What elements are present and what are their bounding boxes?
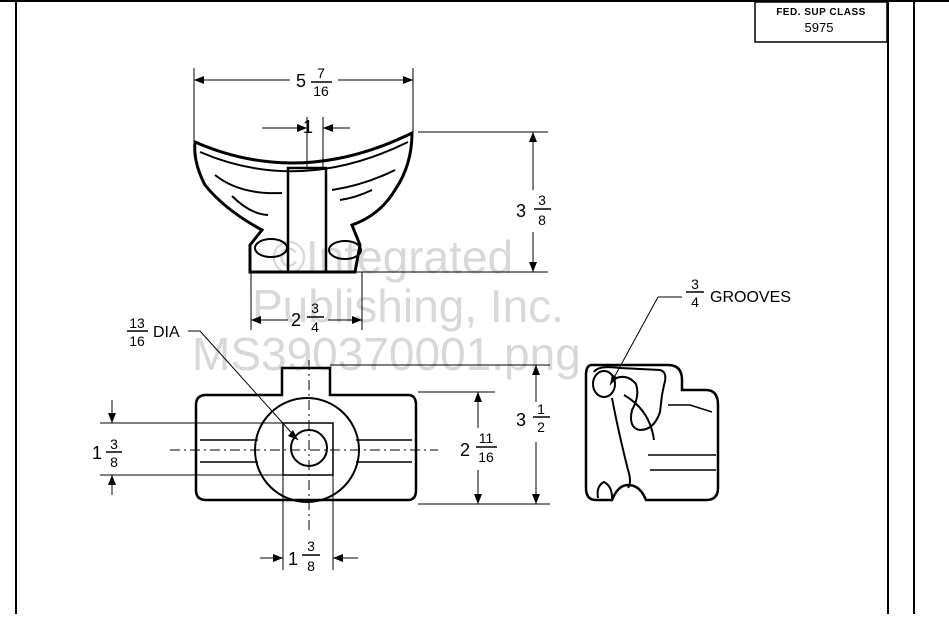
dim-top-width-num: 7 bbox=[317, 65, 325, 81]
dim-top-width-den: 16 bbox=[313, 83, 329, 99]
dim-bottom-width-whole: 1 bbox=[288, 549, 298, 569]
watermark: ©Integrated Publishing, Inc. MS390370001… bbox=[192, 231, 581, 380]
dim-body-height-den: 16 bbox=[478, 449, 494, 465]
title-block-class-number: 5975 bbox=[805, 20, 834, 35]
dim-top-width: 5 7 16 bbox=[193, 65, 414, 142]
dim-base-width-den: 4 bbox=[311, 319, 319, 335]
dim-top-height-num: 3 bbox=[538, 192, 546, 208]
dim-grooves-label: GROOVES bbox=[710, 289, 791, 306]
title-block: FED. SUP CLASS 5975 bbox=[754, 1, 888, 43]
dim-bottom-width-num: 3 bbox=[307, 538, 315, 554]
dim-hole-dia: 13 16 DIA bbox=[127, 315, 299, 441]
title-block-class-label: FED. SUP CLASS bbox=[776, 7, 866, 18]
dim-side-height-den: 2 bbox=[537, 419, 545, 435]
dim-top-width-whole: 5 bbox=[296, 71, 306, 91]
saddle-front-view bbox=[193, 117, 414, 274]
dim-bottom-width: 1 3 8 bbox=[260, 475, 358, 574]
dim-top-height-whole: 3 bbox=[516, 201, 526, 221]
dim-body-height-num: 11 bbox=[479, 430, 494, 446]
dim-body-height-whole: 2 bbox=[460, 440, 470, 460]
dim-left-offset-num: 3 bbox=[110, 436, 118, 452]
dim-base-width-whole: 2 bbox=[291, 310, 301, 330]
dim-body-height: 2 11 16 bbox=[418, 391, 497, 505]
dim-hole-dia-num: 13 bbox=[129, 315, 145, 331]
dim-side-height-whole: 3 bbox=[516, 410, 526, 430]
dim-base-width: 2 3 4 bbox=[250, 272, 363, 335]
dim-top-height-den: 8 bbox=[538, 212, 546, 228]
watermark-line-3: MS390370001.png bbox=[192, 328, 581, 380]
dim-base-width-num: 3 bbox=[311, 300, 319, 316]
dim-left-offset: 1 3 8 bbox=[92, 400, 283, 495]
saddle-plan-view bbox=[170, 360, 438, 530]
dim-grooves: 3 4 GROOVES bbox=[609, 276, 791, 386]
dim-side-height-num: 1 bbox=[537, 401, 545, 417]
dim-left-offset-den: 8 bbox=[110, 454, 118, 470]
dim-side-height: 3 1 2 bbox=[330, 364, 550, 505]
dim-bottom-width-den: 8 bbox=[307, 558, 315, 574]
dim-slot-width: 1 bbox=[262, 117, 350, 137]
watermark-line-1: ©Integrated bbox=[272, 231, 513, 283]
dim-slot-width-value: 1 bbox=[303, 117, 313, 137]
dim-grooves-num: 3 bbox=[691, 276, 699, 292]
dim-top-height: 3 3 8 bbox=[330, 131, 551, 273]
watermark-line-2: Publishing, Inc. bbox=[252, 280, 564, 332]
dim-hole-dia-label: DIA bbox=[153, 324, 180, 341]
dim-left-offset-whole: 1 bbox=[92, 443, 102, 463]
saddle-side-view bbox=[584, 363, 720, 502]
dim-grooves-den: 4 bbox=[691, 294, 699, 310]
dim-hole-dia-den: 16 bbox=[129, 333, 145, 349]
